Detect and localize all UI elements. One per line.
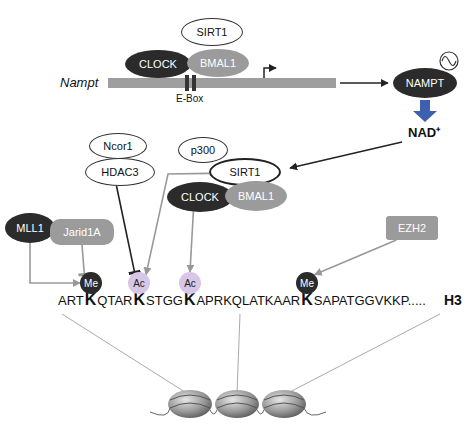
nad-arrow [290, 142, 402, 168]
sequence-segment: APRKQLATKAAR [196, 293, 300, 308]
node-text: CLOCK [181, 191, 219, 204]
leader-line [286, 314, 440, 394]
protein-ellipse: BMAL1 [187, 49, 249, 77]
ebox-mark [185, 75, 189, 91]
node-text: Me [84, 277, 98, 290]
nucleosome [215, 390, 259, 418]
protein-ellipse: CLOCK [125, 50, 191, 78]
tss-arrow [264, 68, 276, 78]
nucleosomes [150, 390, 326, 418]
ebox-label: E-Box [176, 93, 203, 104]
sequence-segment: STGG [146, 293, 183, 308]
protein-ellipse: NAMPT [393, 68, 457, 98]
activation-arrow [190, 211, 193, 272]
acetyl-mark: Ac [179, 272, 201, 294]
expression-arrow [340, 82, 388, 84]
inhibition-line [82, 245, 84, 275]
h3-sequence: ARTKQTARKSTGGKAPRKQLATKAARKSAPATGGVKKP..… [58, 290, 426, 311]
protein-ellipse: BMAL1 [225, 181, 287, 211]
protein-box: Jarid1A [50, 219, 114, 245]
methyl-mark: Me [296, 272, 318, 294]
protein-ellipse: HDAC3 [85, 158, 155, 186]
metabolite-label: NAD⁺ [408, 123, 440, 141]
sequence-segment: QTAR [97, 293, 132, 308]
activation-arrow [315, 240, 397, 275]
inhibition-line [117, 186, 135, 272]
protein-ellipse: Ncor1 [89, 133, 147, 159]
leader-lines [62, 314, 440, 394]
activation-arrow [30, 243, 80, 283]
protein-ellipse: p300 [178, 137, 228, 163]
node-text: Me [300, 277, 314, 290]
protein-ellipse: CLOCK [167, 182, 233, 212]
node-text: SIRT1 [230, 166, 261, 179]
nucleosome [262, 390, 306, 418]
node-text: CLOCK [139, 58, 177, 71]
nucleosome [168, 390, 212, 418]
nucleosome-core [168, 390, 212, 418]
acetyl-mark: Ac [128, 272, 150, 294]
dna-bar [108, 78, 336, 88]
leader-line [237, 314, 240, 394]
sine-wave [442, 57, 456, 66]
node-text: EZH2 [398, 222, 426, 235]
protein-ellipse: MLL1 [5, 213, 55, 243]
icon-circle [440, 52, 458, 70]
node-text: Jarid1A [63, 226, 100, 239]
protein-ellipse: SIRT1 [181, 18, 243, 46]
dna-wrap [264, 395, 304, 408]
linker-dna [150, 408, 326, 415]
nucleosome-core [262, 390, 306, 418]
dna-wrap [170, 395, 210, 408]
node-text: p300 [191, 144, 215, 157]
histone-label: H3 [444, 292, 462, 308]
node-text: HDAC3 [101, 166, 138, 179]
node-text: Ac [184, 277, 196, 290]
methyl-mark: Me [80, 272, 102, 294]
node-text: MLL1 [16, 222, 44, 235]
node-text: Ncor1 [103, 140, 132, 153]
node-text: BMAL1 [200, 57, 236, 70]
leader-line [62, 314, 188, 394]
node-text: Ac [133, 277, 145, 290]
node-text: NAMPT [406, 77, 445, 90]
node-text: SIRT1 [197, 26, 228, 39]
node-text: BMAL1 [238, 190, 274, 203]
sequence-segment: SAPATGGVKKP..... [314, 293, 426, 308]
nucleosome-core [215, 390, 259, 418]
ebox-mark [192, 75, 196, 91]
protein-box: EZH2 [386, 216, 438, 240]
dna-wrap [217, 395, 257, 408]
gene-name: Nampt [60, 75, 98, 90]
oscillation-icon [440, 52, 458, 70]
blue-arrow [413, 100, 437, 122]
sequence-segment: ART [58, 293, 84, 308]
